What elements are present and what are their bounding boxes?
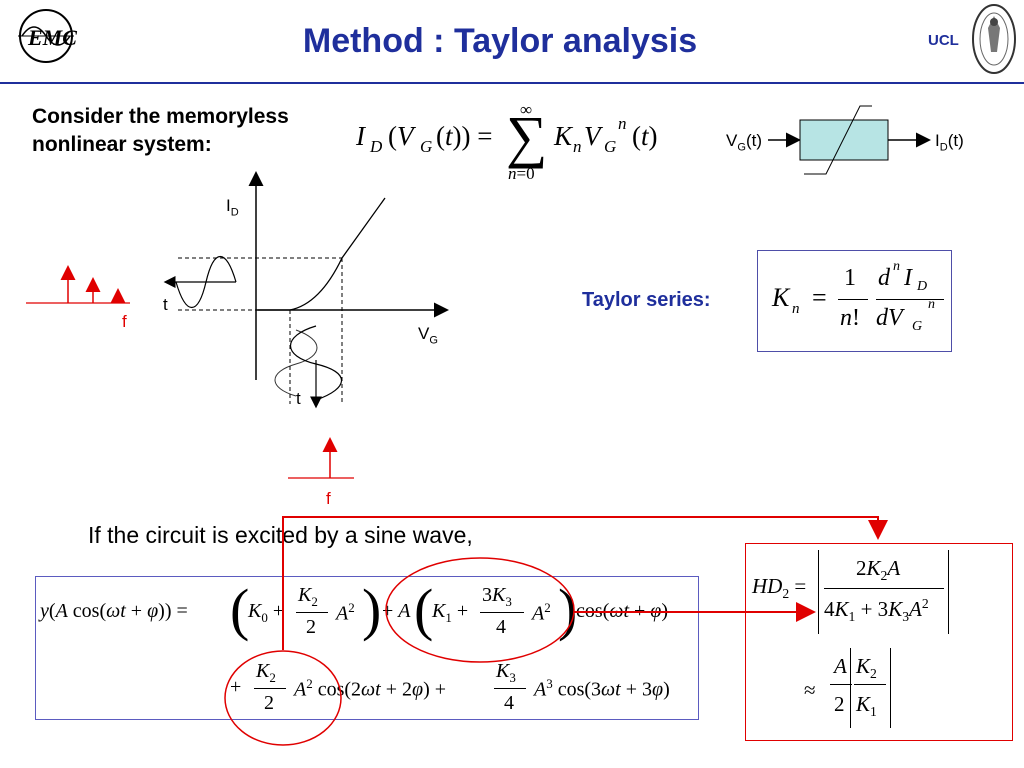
x-axis-label: VG [418,324,438,346]
x-axis-sub: G [429,334,438,347]
y-axis-symbol: I [226,196,231,215]
taylor-series-label: Taylor series: [582,289,711,311]
svg-text:EMC: EMC [27,25,77,50]
intro-line-2: nonlinear system: [32,133,212,156]
y-axis-sub: D [230,206,239,219]
block-output-label: ID(t) [935,131,964,153]
freq-label-bottom: f [326,489,331,508]
block-input-label: VG(t) [726,131,762,153]
time-label-bottom: t [296,389,301,408]
institution-label: UCL [928,32,959,49]
emic-logo: EMC [18,9,77,63]
system-equation: I D (V G (t)) = ∑ ∞ n=0 K n V G n (t) [356,100,658,183]
y-axis-label: ID [226,196,239,218]
hd2-formula: HD2 = 2K2A 4K1 + 3K3A2 ≈ A 2 K2 K1 [750,548,1006,738]
block-input-symbol: V [726,131,738,150]
intro-text: Consider the memoryless nonlinear system… [32,103,289,159]
time-label-left: t [163,295,168,314]
nonlinear-block [768,105,931,175]
block-input-arg: (t) [745,131,762,150]
slide-title: Method : Taylor analysis [302,22,698,60]
block-output-symbol: I [935,131,940,150]
transfer-characteristic-plot [26,171,449,479]
title-divider [0,82,1024,84]
response-expansion-formula: y(A cos(ωt + φ)) = ( K0 + K2 2 A2 ) + A … [40,577,670,714]
block-input-sub: G [737,141,746,154]
taylor-series-box: K n = 1 n! d n I D dV G n [757,250,952,352]
x-axis-symbol: V [418,324,430,343]
block-output-sub: D [939,141,948,154]
intro-line-1: Consider the memoryless [32,105,289,128]
transfer-curve [258,197,386,311]
freq-label-left: f [122,312,127,331]
block-output-arg: (t) [947,131,964,150]
ucl-seal [972,4,1016,74]
excitation-text: If the circuit is excited by a sine wave… [88,522,473,548]
taylor-coefficient-formula: K n = 1 n! d n I D dV G n [772,259,947,339]
